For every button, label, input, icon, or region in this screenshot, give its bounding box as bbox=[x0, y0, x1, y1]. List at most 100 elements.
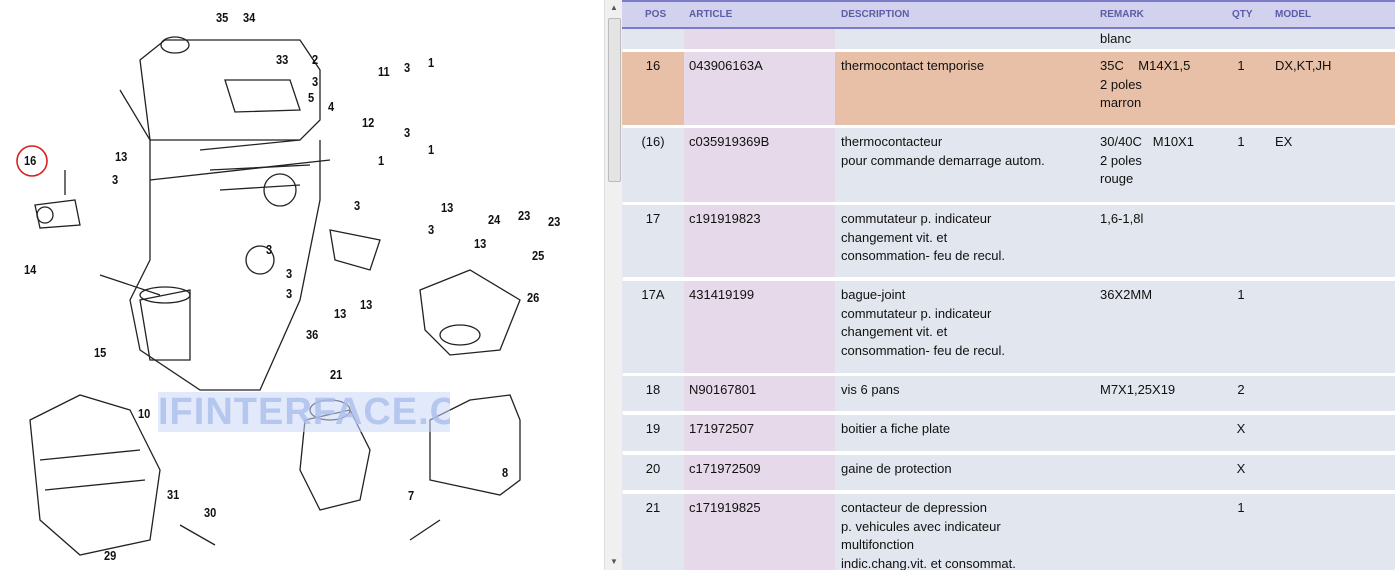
qty-cell: 1 bbox=[1237, 500, 1245, 515]
pos-cell: 19 bbox=[645, 421, 661, 436]
article-cell: 043906163A bbox=[689, 58, 763, 73]
table-row[interactable]: 19 171972507 boitier a fiche plate X bbox=[622, 415, 1395, 451]
callout-3[interactable]: 3 bbox=[428, 222, 435, 237]
callout-3[interactable]: 3 bbox=[112, 172, 119, 187]
callout-16[interactable]: 16 bbox=[24, 153, 37, 168]
pos-cell: 21 bbox=[645, 500, 661, 515]
callout-8[interactable]: 8 bbox=[502, 465, 509, 480]
pos-cell: (16) bbox=[641, 134, 665, 149]
table-row[interactable]: (16) c035919369B thermocontacteur pour comm… bbox=[622, 128, 1395, 202]
callout-30[interactable]: 30 bbox=[204, 505, 217, 520]
header-remark[interactable]: REMARK bbox=[1100, 9, 1144, 20]
callout-3[interactable]: 3 bbox=[286, 286, 293, 301]
model-cell: EX bbox=[1275, 134, 1293, 149]
header-qty[interactable]: QTY bbox=[1232, 9, 1253, 20]
callout-13[interactable]: 13 bbox=[474, 236, 487, 251]
description-line: consommation- feu de recul. bbox=[841, 248, 1006, 263]
description-line: changement vit. et bbox=[841, 324, 948, 339]
callout-7[interactable]: 7 bbox=[408, 488, 415, 503]
callout-1[interactable]: 1 bbox=[428, 142, 435, 157]
callout-34[interactable]: 34 bbox=[243, 10, 256, 25]
callout-13[interactable]: 13 bbox=[334, 306, 347, 321]
article-cell: 171972507 bbox=[689, 421, 755, 436]
remark-line: 35C M14X1,5 bbox=[1100, 58, 1191, 73]
pos-cell: 18 bbox=[645, 382, 661, 397]
scrollbar[interactable]: ▲ ▼ bbox=[604, 0, 623, 570]
scroll-down-arrow-icon[interactable]: ▼ bbox=[610, 557, 618, 566]
callout-10[interactable]: 10 bbox=[138, 406, 151, 421]
header-description[interactable]: DESCRIPTION bbox=[841, 9, 910, 20]
callout-5[interactable]: 5 bbox=[308, 90, 315, 105]
callout-23[interactable]: 23 bbox=[548, 214, 561, 229]
pos-cell: 16 bbox=[645, 58, 661, 73]
callout-33[interactable]: 33 bbox=[276, 52, 289, 67]
description-line: thermocontacteur bbox=[841, 134, 943, 149]
qty-cell: 2 bbox=[1237, 382, 1245, 397]
model-cell: DX,KT,JH bbox=[1275, 58, 1332, 73]
description-line: indic.chang.vit. et consommat. bbox=[841, 555, 1016, 570]
qty-cell: X bbox=[1236, 421, 1246, 436]
callout-14[interactable]: 14 bbox=[24, 262, 37, 277]
callout-26[interactable]: 26 bbox=[527, 290, 540, 305]
table-header: POS ARTICLE DESCRIPTION REMARK QTY MODEL bbox=[622, 0, 1395, 29]
description-line: changement vit. et bbox=[841, 229, 948, 245]
callout-21[interactable]: 21 bbox=[330, 367, 343, 382]
description-line: p. vehicules avec indicateur bbox=[841, 518, 1001, 534]
callout-1[interactable]: 1 bbox=[378, 153, 385, 168]
callout-31[interactable]: 31 bbox=[167, 487, 180, 502]
description-line: boitier a fiche plate bbox=[841, 421, 951, 436]
article-cell: c171972509 bbox=[689, 461, 761, 476]
callout-35[interactable]: 35 bbox=[216, 10, 229, 25]
header-model[interactable]: MODEL bbox=[1275, 9, 1312, 20]
scroll-up-arrow-icon[interactable]: ▲ bbox=[610, 3, 618, 12]
remark-line: 2 poles bbox=[1100, 76, 1142, 92]
callout-3[interactable]: 3 bbox=[404, 60, 411, 75]
callout-1[interactable]: 1 bbox=[428, 55, 435, 70]
callout-15[interactable]: 15 bbox=[94, 345, 107, 360]
qty-cell: 1 bbox=[1237, 287, 1245, 302]
article-cell: c035919369B bbox=[689, 134, 770, 149]
callout-3[interactable]: 3 bbox=[354, 198, 361, 213]
callout-23[interactable]: 23 bbox=[518, 208, 531, 223]
table-row-partial[interactable]: blanc bbox=[622, 29, 1395, 49]
description-line: multifonction bbox=[841, 537, 914, 552]
callout-25[interactable]: 25 bbox=[532, 248, 545, 263]
description-line: pour commande demarrage autom. bbox=[841, 152, 1045, 168]
remark-line: 30/40C M10X1 bbox=[1100, 134, 1194, 149]
description-line: consommation- feu de recul. bbox=[841, 342, 1006, 358]
remark-line: rouge bbox=[1100, 171, 1134, 186]
callout-2[interactable]: 2 bbox=[312, 52, 319, 67]
description-line: commutateur p. indicateur bbox=[841, 211, 992, 226]
description-line: bague-joint bbox=[841, 287, 906, 302]
callout-36[interactable]: 36 bbox=[306, 327, 319, 342]
remark-line: marron bbox=[1100, 95, 1142, 110]
callout-3[interactable]: 3 bbox=[404, 125, 411, 140]
callout-3[interactable]: 3 bbox=[266, 242, 273, 257]
callout-12[interactable]: 12 bbox=[362, 115, 375, 130]
callout-3[interactable]: 3 bbox=[312, 74, 319, 89]
watermark: IFINTERFACE.COM bbox=[158, 392, 450, 432]
callout-13[interactable]: 13 bbox=[441, 200, 454, 215]
pos-cell: 20 bbox=[645, 461, 661, 476]
callout-4[interactable]: 4 bbox=[328, 99, 335, 114]
article-cell: N90167801 bbox=[689, 382, 757, 397]
header-pos[interactable]: POS bbox=[645, 9, 667, 20]
callout-13[interactable]: 13 bbox=[360, 297, 373, 312]
article-cell: c191919823 bbox=[689, 211, 761, 226]
qty-cell: 1 bbox=[1237, 134, 1245, 149]
callout-24[interactable]: 24 bbox=[488, 212, 501, 227]
callout-11[interactable]: 11 bbox=[378, 64, 390, 79]
scroll-thumb[interactable] bbox=[608, 18, 621, 182]
callout-13[interactable]: 13 bbox=[115, 149, 128, 164]
callout-3[interactable]: 3 bbox=[286, 266, 293, 281]
callout-29[interactable]: 29 bbox=[104, 548, 117, 563]
header-article[interactable]: ARTICLE bbox=[689, 9, 733, 20]
description-line: vis 6 pans bbox=[841, 382, 900, 397]
article-cell: 431419199 bbox=[689, 287, 755, 302]
